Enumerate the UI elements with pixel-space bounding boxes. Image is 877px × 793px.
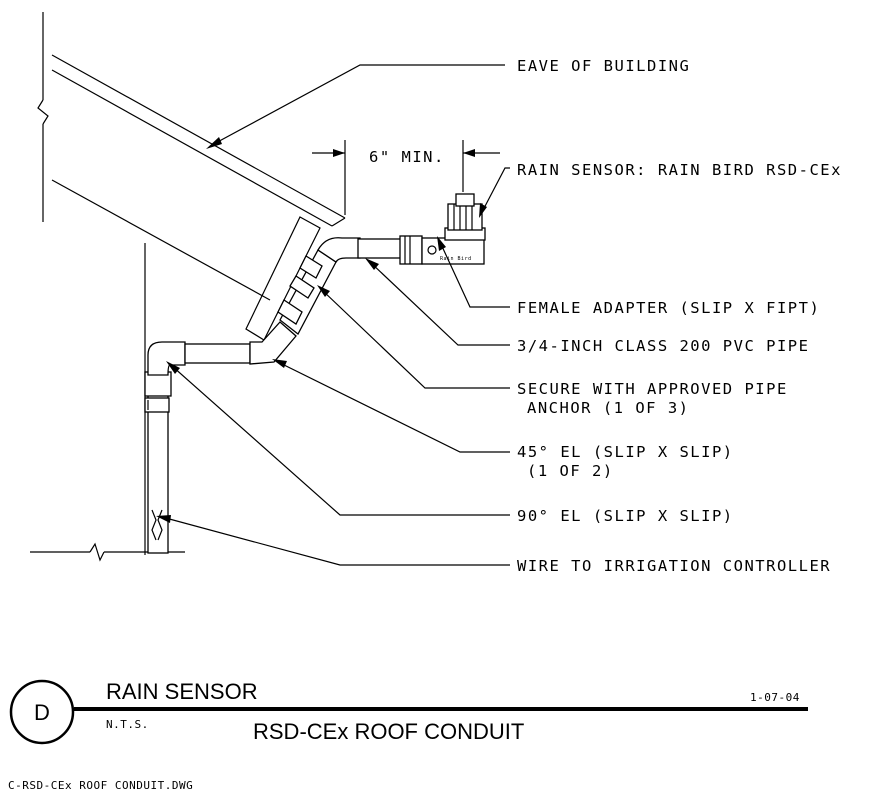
rain-sensor-unit: Rain Bird bbox=[421, 193, 486, 265]
pvc-conduit-assembly bbox=[144, 235, 423, 554]
label-female-adapter: FEMALE ADAPTER (SLIP X FIPT) bbox=[517, 299, 820, 317]
label-pvc-pipe: 3/4-INCH CLASS 200 PVC PIPE bbox=[517, 337, 809, 355]
detail-subtitle: RSD-CEx ROOF CONDUIT bbox=[253, 719, 524, 744]
date-label: 1-07-04 bbox=[750, 691, 800, 704]
leader-lines bbox=[156, 64, 510, 566]
drawing-filename: C-RSD-CEx ROOF CONDUIT.DWG bbox=[8, 779, 193, 792]
detail-title: RAIN SENSOR bbox=[106, 679, 258, 704]
dimension-6in-min: 6" MIN. bbox=[312, 140, 500, 215]
label-wire-to-controller: WIRE TO IRRIGATION CONTROLLER bbox=[517, 557, 831, 575]
label-rain-sensor: RAIN SENSOR: RAIN BIRD RSD-CEx bbox=[517, 161, 842, 179]
callout-labels: EAVE OF BUILDING RAIN SENSOR: RAIN BIRD … bbox=[517, 57, 842, 575]
label-90-elbow: 90° EL (SLIP X SLIP) bbox=[517, 507, 734, 525]
label-pipe-anchor-line2: ANCHOR (1 OF 3) bbox=[527, 399, 689, 417]
scale-label: N.T.S. bbox=[106, 718, 149, 731]
label-45-elbow-line1: 45° EL (SLIP X SLIP) bbox=[517, 443, 734, 461]
label-pipe-anchor-line1: SECURE WITH APPROVED PIPE bbox=[517, 380, 788, 398]
title-block: D RAIN SENSOR N.T.S. 1-07-04 RSD-CEx ROO… bbox=[9, 679, 808, 745]
dimension-label: 6" MIN. bbox=[369, 148, 445, 166]
svg-text:Rain Bird: Rain Bird bbox=[440, 256, 472, 262]
building-wall bbox=[37, 12, 49, 222]
detail-letter: D bbox=[34, 700, 50, 725]
label-45-elbow-line2: (1 OF 2) bbox=[527, 462, 614, 480]
ground-line bbox=[30, 542, 185, 562]
detail-bubble bbox=[9, 679, 75, 745]
label-eave-of-building: EAVE OF BUILDING bbox=[517, 57, 690, 75]
